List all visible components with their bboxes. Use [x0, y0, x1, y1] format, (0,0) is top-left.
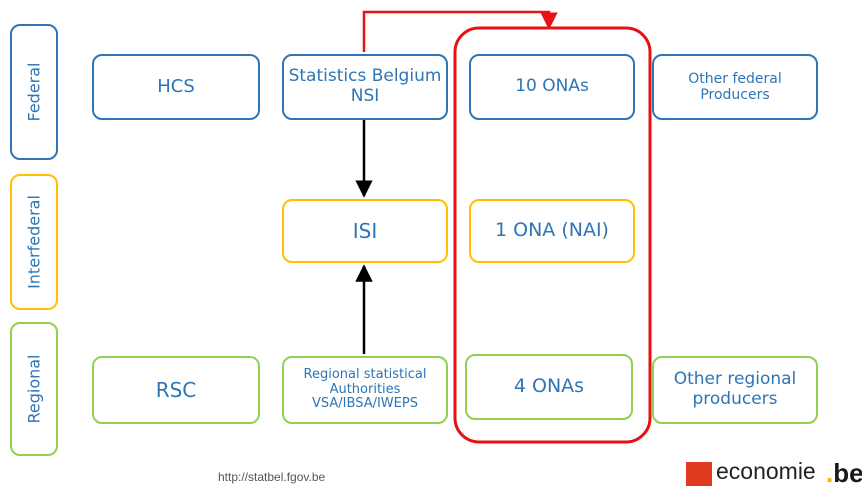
- hcs-box: HCS: [92, 54, 260, 120]
- level-interfederal: Interfederal: [10, 174, 58, 310]
- interfederal-ona-label: 1 ONA (NAI): [495, 219, 609, 242]
- nsi-label: Statistics Belgium NSI: [288, 66, 442, 106]
- interfederal-ona-box: 1 ONA (NAI): [469, 199, 635, 263]
- be-logo-dot: .: [826, 458, 834, 488]
- be-logo: .be: [826, 458, 862, 489]
- level-federal: Federal: [10, 24, 58, 160]
- isi-box: ISI: [282, 199, 448, 263]
- other-regional-label: Other regional producers: [673, 369, 797, 409]
- other-federal-box: Other federal Producers: [652, 54, 818, 120]
- regional-authorities-box: Regional statistical Authorities VSA/IBS…: [282, 356, 448, 424]
- other-federal-label: Other federal Producers: [688, 70, 782, 103]
- rsc-box: RSC: [92, 356, 260, 424]
- regional-authorities-label: Regional statistical Authorities VSA/IBS…: [303, 366, 427, 412]
- nsi-box: Statistics Belgium NSI: [282, 54, 448, 120]
- regional-onas-box: 4 ONAs: [465, 354, 633, 420]
- regional-onas-label: 4 ONAs: [513, 375, 585, 398]
- federal-onas-box: 10 ONAs: [469, 54, 635, 120]
- hcs-label: HCS: [157, 75, 195, 97]
- economie-logo-text: economie: [716, 458, 816, 484]
- rsc-label: RSC: [155, 377, 197, 402]
- isi-label: ISI: [352, 218, 378, 243]
- economie-logo-icon: [686, 462, 712, 486]
- federal-onas-label: 10 ONAs: [515, 76, 589, 97]
- nsi-to-onas-arrow: [362, 10, 558, 52]
- other-regional-box: Other regional producers: [652, 356, 818, 424]
- be-logo-text: be: [833, 458, 862, 488]
- footer-url[interactable]: http://statbel.fgov.be: [218, 470, 326, 484]
- level-regional: Regional: [10, 322, 58, 456]
